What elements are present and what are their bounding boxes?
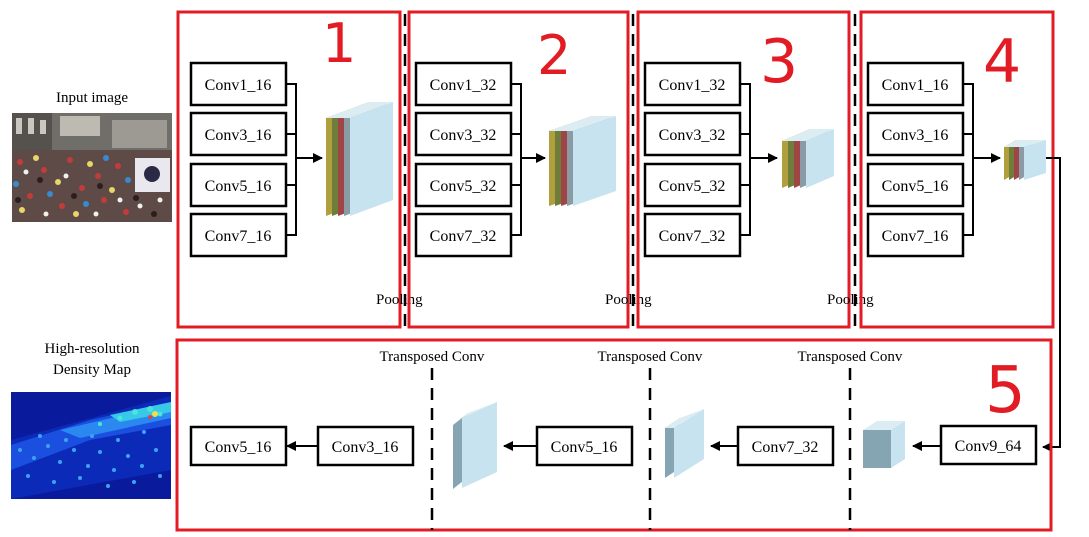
stage-2-red-outline [407,10,630,329]
svg-text:Conv7_16: Conv7_16 [882,228,949,245]
conv-box: Conv5_16 [189,425,288,467]
svg-text:Conv1_32: Conv1_32 [430,77,497,94]
svg-text:Conv5_16: Conv5_16 [882,178,949,195]
conv-box: Conv1_32 [643,61,742,107]
conv-box: Conv5_32 [643,162,742,208]
pooling-label: Pooling [376,292,423,308]
conv-box: Conv1_16 [866,61,965,107]
stage-4-red-outline [859,10,1055,329]
svg-text:Conv1_16: Conv1_16 [882,77,949,94]
conv-box: Conv7_16 [189,212,288,258]
concat-bracket [740,83,751,236]
pooling-label: Pooling [827,292,874,308]
svg-text:Conv7_32: Conv7_32 [430,228,497,245]
concat-bracket [286,83,297,236]
svg-text:Conv9_64: Conv9_64 [955,438,1022,455]
svg-text:Conv5_16: Conv5_16 [205,439,272,456]
transposed-conv-label: Transposed Conv [380,349,485,365]
conv-box: Conv3_32 [643,111,742,157]
svg-text:Conv3_32: Conv3_32 [430,127,497,144]
conv-box: Conv9_64 [939,424,1038,466]
svg-text:Conv3_16: Conv3_16 [205,127,272,144]
stage-3-red-outline [636,10,851,329]
conv-box: Conv7_32 [736,425,835,467]
conv-box: Conv1_16 [189,61,288,107]
feature-slab [453,402,497,489]
conv-box: Conv3_16 [189,111,288,157]
stage-2-number: 2 [537,24,571,87]
svg-text:Conv5_16: Conv5_16 [551,439,618,456]
conv-box: Conv7_32 [414,212,513,258]
svg-text:Conv1_32: Conv1_32 [659,77,726,94]
svg-text:Conv7_16: Conv7_16 [205,228,272,245]
svg-text:Conv1_16: Conv1_16 [205,77,272,94]
stage-1-red-outline [176,10,402,329]
feature-slab [665,409,704,478]
concat-bracket [511,83,522,236]
svg-text:Conv7_32: Conv7_32 [659,228,726,245]
conv-box: Conv3_16 [316,425,415,467]
conv-box: Conv5_16 [866,162,965,208]
encoder-stage-4: 4 Conv1_16 Conv3_16 Conv5_16 Conv7_16 [859,10,1055,329]
stage-5-red-outline [175,338,1053,532]
density-map-label: High-resolution [45,341,140,357]
stage-3-number: 3 [760,27,798,97]
decoder-stage-5: 5 Transposed Conv Transposed Conv Transp… [175,338,1053,532]
density-map-image [11,392,171,499]
stage-1-number: 1 [322,12,356,75]
svg-text:Conv5_16: Conv5_16 [205,178,272,195]
feature-stack [549,116,616,206]
svg-text:Conv5_32: Conv5_32 [430,178,497,195]
feature-cube [863,421,905,468]
transposed-conv-label: Transposed Conv [598,349,703,365]
conv-box: Conv5_16 [535,425,634,467]
conv-box: Conv1_32 [414,61,513,107]
conv-box: Conv3_16 [866,111,965,157]
conv-box: Conv7_32 [643,212,742,258]
stage-5-number: 5 [985,354,1026,428]
input-image-label: Input image [56,90,128,106]
concat-bracket [963,83,974,236]
input-crowd-photo [12,113,172,222]
conv-box: Conv7_16 [866,212,965,258]
svg-text:Conv5_32: Conv5_32 [659,178,726,195]
svg-text:Conv3_32: Conv3_32 [659,127,726,144]
encoder-stage-1: 1 Conv1_16 Conv3_16 Conv5_16 Conv7_16 Po… [176,10,423,329]
encoder-stage-2: 2 Conv1_32 Conv3_32 Conv5_32 Conv7_32 Po… [407,10,652,329]
conv-box: Conv3_32 [414,111,513,157]
conv-box: Conv5_32 [414,162,513,208]
density-map-label: Density Map [53,362,131,378]
transposed-conv-label: Transposed Conv [798,349,903,365]
conv-box: Conv5_16 [189,162,288,208]
feature-stack [1004,140,1046,180]
feature-stack [782,129,834,188]
svg-text:Conv3_16: Conv3_16 [332,439,399,456]
svg-text:Conv7_32: Conv7_32 [752,439,819,456]
stage-4-number: 4 [983,27,1021,97]
feature-stack [326,102,393,216]
pooling-label: Pooling [605,292,652,308]
svg-text:Conv3_16: Conv3_16 [882,127,949,144]
encoder-stage-3: 3 Conv1_32 Conv3_32 Conv5_32 Conv7_32 Po… [636,10,874,329]
